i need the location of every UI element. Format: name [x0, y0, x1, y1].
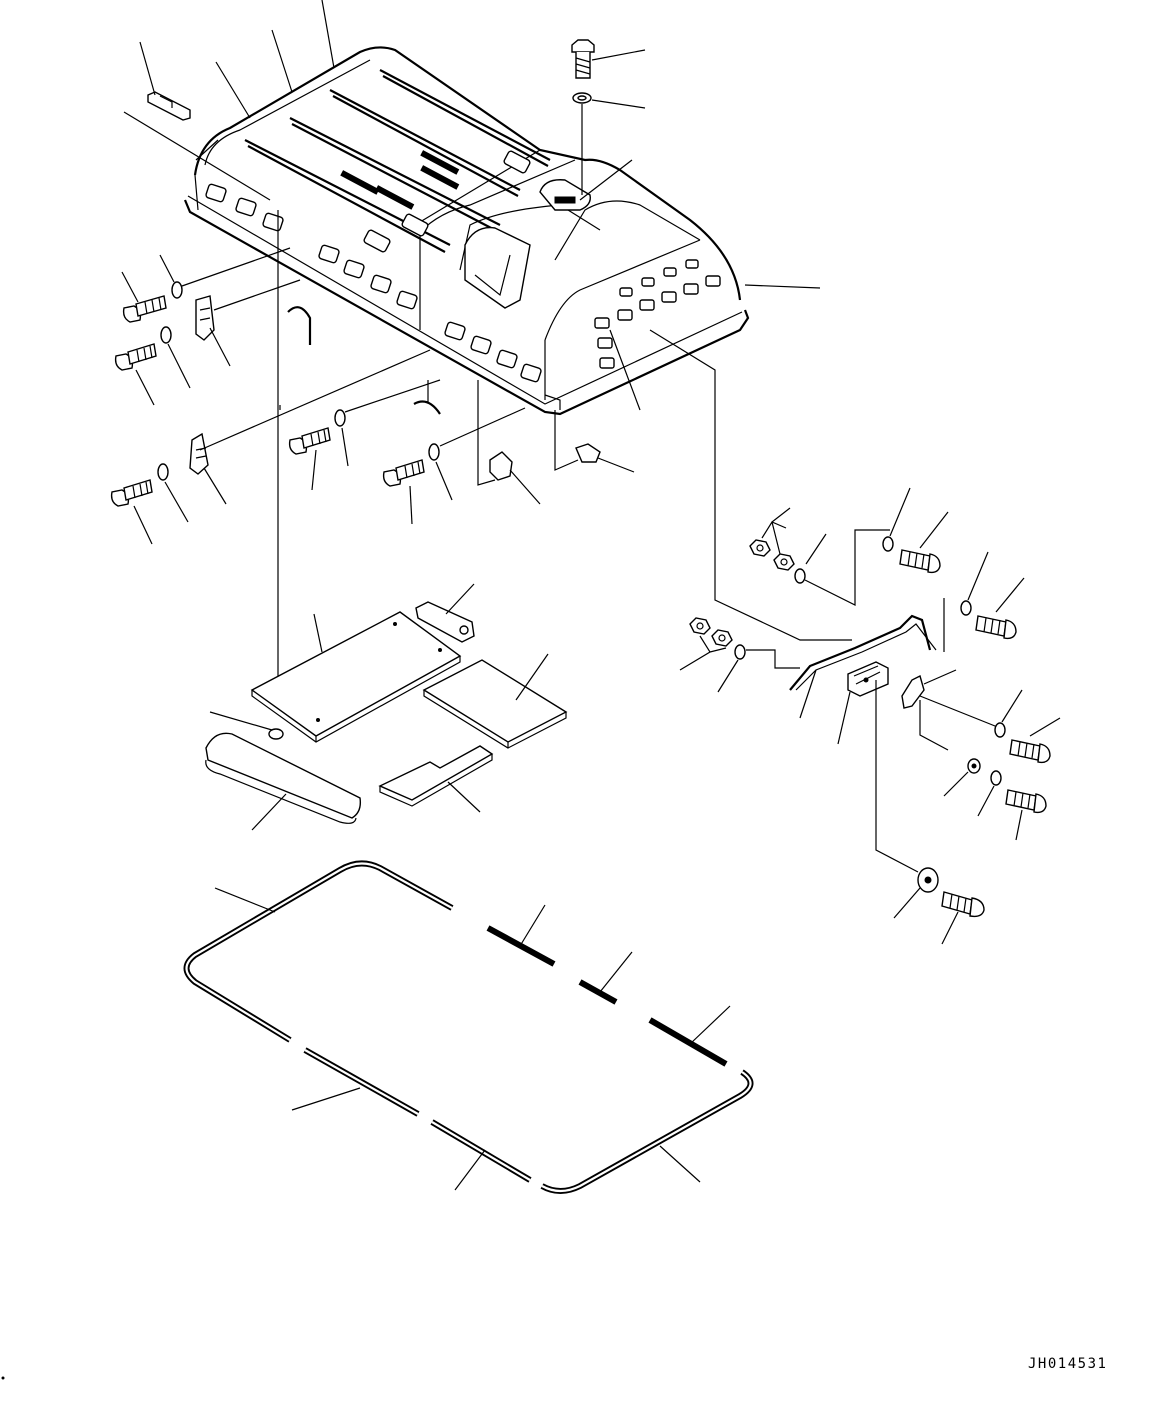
drawing-code-label: JH014531: [1028, 1356, 1108, 1372]
insulation-panels: [205, 583, 568, 831]
front-grille: [594, 259, 721, 369]
margin-dot: [1, 1376, 5, 1380]
right-bracket-assembly: [649, 329, 1061, 945]
roof-cover-assembly: [183, 46, 750, 416]
top-bolt-and-washer: [571, 39, 646, 201]
center-fasteners: [288, 379, 635, 525]
weather-seal-gasket: [183, 860, 754, 1194]
left-fasteners: [110, 247, 441, 545]
clip-part: [123, 41, 271, 201]
